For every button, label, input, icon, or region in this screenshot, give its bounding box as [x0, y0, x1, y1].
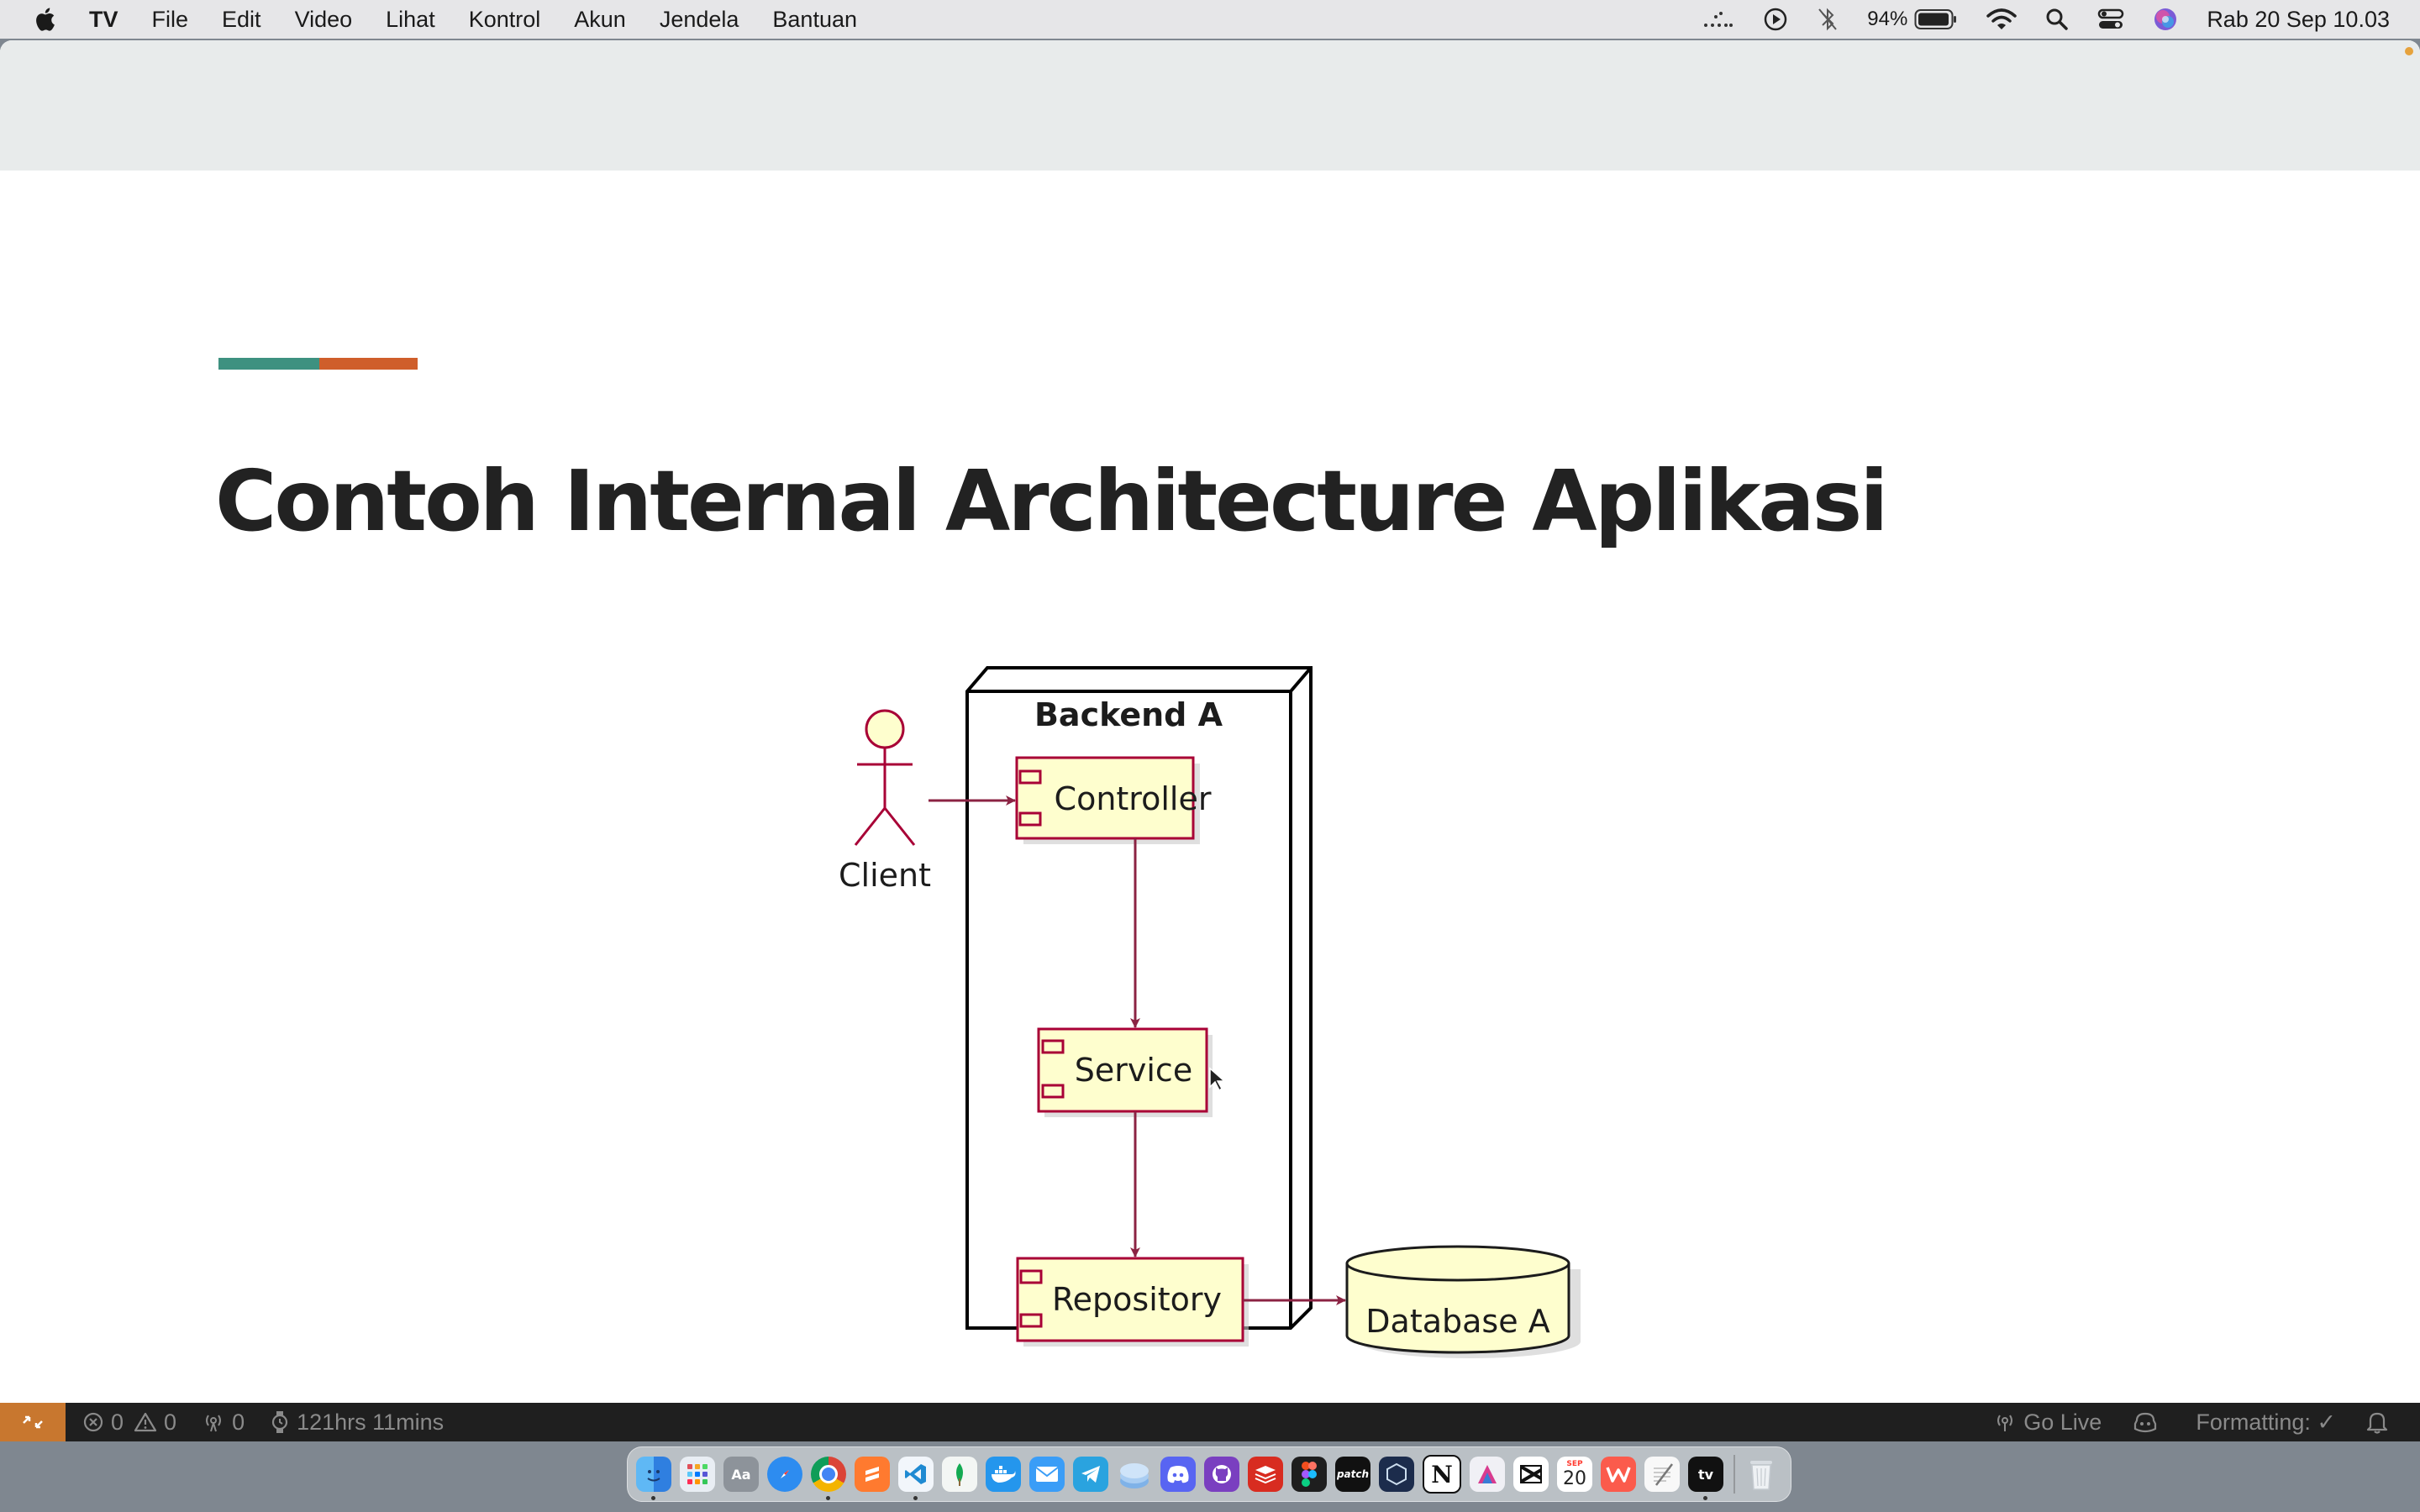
patch-icon[interactable]: patch — [1335, 1457, 1370, 1492]
editor-status-bar: 0 0 0 121hrs 11mins Go Live Formatting: … — [0, 1403, 2420, 1441]
window-toolbar — [0, 40, 2420, 171]
figma-icon[interactable] — [1292, 1457, 1327, 1492]
architecture-diagram: Backend A Client Controller Service — [839, 666, 1581, 1358]
error-count: 0 — [111, 1409, 124, 1435]
go-live-label: Go Live — [2023, 1409, 2102, 1435]
title-accent-bar — [218, 358, 418, 370]
menu-extras: 94% Rab 20 Sep 10.03 — [1672, 0, 2390, 39]
time-tracker[interactable]: 121hrs 11mins — [270, 1410, 444, 1436]
database-tool-icon[interactable] — [1117, 1457, 1152, 1492]
menu-jendela[interactable]: Jendela — [659, 6, 739, 32]
apple-tv-icon[interactable]: tv — [1688, 1457, 1723, 1500]
notion-icon[interactable]: N — [1423, 1455, 1461, 1494]
ports-indicator[interactable]: 0 — [202, 1410, 245, 1436]
time-tracker-label: 121hrs 11mins — [297, 1409, 445, 1435]
ports-count: 0 — [232, 1409, 245, 1435]
mail-icon[interactable] — [1029, 1457, 1065, 1492]
docker-icon[interactable] — [986, 1457, 1021, 1492]
vscode-icon[interactable] — [898, 1457, 934, 1500]
dev-tool-icon[interactable] — [1379, 1457, 1414, 1492]
sublime-text-icon[interactable] — [855, 1457, 890, 1492]
menu-edit[interactable]: Edit — [222, 6, 261, 32]
mongodb-compass-icon[interactable] — [942, 1457, 977, 1492]
broadcast-icon — [1997, 1415, 2013, 1431]
font-book-icon[interactable]: Aa — [723, 1457, 759, 1492]
chrome-icon[interactable] — [811, 1457, 846, 1500]
screen-share-icon[interactable] — [1701, 7, 1734, 32]
database-label: Database A — [1365, 1303, 1549, 1340]
recording-indicator-icon — [2405, 47, 2413, 55]
remote-icon — [23, 1415, 43, 1429]
menu-video[interactable]: Video — [294, 6, 353, 32]
go-live-button[interactable]: Go Live — [1993, 1410, 2102, 1436]
mouse-cursor-icon — [1209, 1067, 1226, 1092]
battery-percent: 94% — [1867, 8, 1908, 30]
accent-bar-teal — [218, 358, 319, 370]
telegram-icon[interactable] — [1073, 1457, 1108, 1492]
repository-label: Repository — [1052, 1281, 1222, 1318]
database-a: Database A — [1345, 1245, 1581, 1358]
spotlight-search-icon[interactable] — [2045, 8, 2069, 31]
controller-label: Controller — [1055, 780, 1212, 817]
redis-icon[interactable] — [1248, 1457, 1283, 1492]
finder-icon[interactable] — [636, 1457, 671, 1500]
wifi-icon[interactable] — [1986, 8, 2018, 31]
github-desktop-icon[interactable] — [1204, 1457, 1239, 1492]
bell-icon — [2366, 1412, 2388, 1434]
siri-icon[interactable] — [2153, 7, 2178, 32]
notifications-button[interactable] — [2366, 1410, 2395, 1434]
client-actor: Client — [839, 709, 931, 894]
warning-icon — [134, 1412, 157, 1432]
backend-node-label: Backend A — [1034, 696, 1223, 733]
discord-icon[interactable] — [1160, 1457, 1196, 1492]
textedit-icon[interactable] — [1644, 1457, 1680, 1492]
copilot-icon — [2134, 1412, 2157, 1433]
menu-bar: TV File Edit Video Lihat Kontrol Akun Je… — [0, 0, 2420, 39]
bluetooth-off-icon[interactable] — [1817, 7, 1839, 32]
menu-lihat[interactable]: Lihat — [386, 6, 435, 32]
battery-icon — [1914, 9, 1957, 29]
repository-component: Repository — [1016, 1257, 1249, 1347]
calendar-month: SEP — [1566, 1459, 1583, 1468]
menu-app-name[interactable]: TV — [89, 6, 118, 32]
dock-separator — [1733, 1455, 1735, 1494]
controller-component: Controller — [1015, 756, 1212, 844]
copilot-button[interactable] — [2132, 1410, 2165, 1434]
remote-indicator-button[interactable] — [0, 1403, 66, 1441]
menu-akun[interactable]: Akun — [574, 6, 626, 32]
accent-bar-orange — [319, 358, 418, 370]
slide-window: Contoh Internal Architecture Aplikasi Ba… — [0, 40, 2420, 1403]
battery-indicator[interactable]: 94% — [1867, 8, 1958, 31]
calendar-icon[interactable]: SEP 20 — [1557, 1457, 1592, 1492]
wps-office-icon[interactable] — [1601, 1457, 1636, 1492]
broadcast-icon — [206, 1415, 222, 1432]
client-label: Client — [839, 857, 931, 894]
menu-kontrol[interactable]: Kontrol — [468, 6, 541, 32]
control-center-icon[interactable] — [2097, 8, 2124, 31]
problems-indicator[interactable]: 0 0 — [82, 1410, 176, 1436]
watch-icon — [271, 1411, 288, 1433]
warning-count: 0 — [164, 1409, 177, 1435]
launchpad-icon[interactable] — [680, 1457, 715, 1492]
service-component: Service — [1037, 1027, 1226, 1117]
capcut-icon[interactable] — [1513, 1457, 1549, 1492]
menu-bantuan[interactable]: Bantuan — [772, 6, 857, 32]
calendar-day: 20 — [1563, 1467, 1586, 1489]
safari-icon[interactable] — [767, 1457, 802, 1492]
formatting-status[interactable]: Formatting: ✓ — [2196, 1409, 2336, 1435]
apple-logo-icon[interactable] — [32, 5, 60, 34]
menu-file[interactable]: File — [151, 6, 189, 32]
dock: Aa patch N SEP 20 tv — [627, 1446, 1791, 1502]
slide-title: Contoh Internal Architecture Aplikasi — [215, 452, 1889, 550]
creative-app-icon[interactable] — [1470, 1457, 1505, 1492]
menu-clock[interactable]: Rab 20 Sep 10.03 — [2207, 6, 2390, 32]
service-label: Service — [1075, 1052, 1192, 1089]
play-icon[interactable] — [1763, 7, 1788, 32]
trash-icon[interactable] — [1744, 1457, 1779, 1492]
error-icon — [83, 1412, 103, 1432]
